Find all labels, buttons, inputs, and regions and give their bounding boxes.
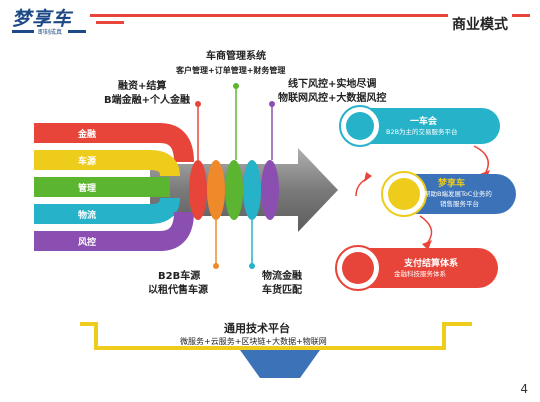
pipe-label-logistics: 物流 bbox=[78, 211, 97, 221]
pipe-risk bbox=[34, 211, 194, 251]
page-title: 商业模式 bbox=[448, 14, 512, 34]
risk-label-line1: 线下风控+实地尽调 bbox=[288, 79, 377, 90]
right-stack bbox=[335, 105, 516, 291]
pill-mengxiangche bbox=[404, 174, 516, 214]
brand-slogan: 即刻成真 bbox=[38, 29, 63, 36]
platform-base bbox=[80, 322, 472, 378]
pipe-source bbox=[34, 150, 180, 177]
curve-arrow bbox=[355, 177, 369, 197]
pipe-group bbox=[34, 123, 194, 251]
pill-payment bbox=[360, 248, 498, 288]
logistics-label-line1: 物流金融 bbox=[262, 271, 302, 282]
ring-green bbox=[225, 160, 243, 220]
curve-1 bbox=[473, 145, 489, 173]
vehicle-mgmt-title: 车商管理系统 bbox=[206, 51, 266, 62]
b2b-label-line2: 以租代售车源 bbox=[148, 285, 208, 296]
mengxiangche-desc-1: 帮助B端发展ToC业务的 bbox=[424, 190, 492, 198]
b2b-label-line1: B2B车源 bbox=[158, 271, 201, 282]
logistics-label-line2: 车货匹配 bbox=[262, 285, 302, 296]
finance-label-line2: B端金融+个人金融 bbox=[104, 95, 191, 106]
brand-logo: 梦享车 bbox=[12, 8, 73, 30]
page-number: 4 bbox=[520, 382, 528, 396]
pipe-label-manage: 管理 bbox=[78, 184, 97, 194]
ring-group bbox=[189, 160, 279, 220]
pill-yicheuhui bbox=[362, 108, 500, 144]
yicheuhui-desc: B2B为主的交易服务平台 bbox=[386, 128, 458, 136]
pipe-label-source: 车源 bbox=[78, 157, 97, 167]
platform-sub: 微服务+云服务+区块链+大数据+物联网 bbox=[180, 337, 327, 346]
ring-cyan bbox=[243, 160, 261, 220]
pipe-finance bbox=[34, 123, 194, 163]
risk-label-line2: 物联网风控+大数据风控 bbox=[278, 93, 387, 104]
ring-orange bbox=[207, 160, 225, 220]
header-line bbox=[90, 14, 530, 17]
finance-label-line1: 融资+结算 bbox=[118, 81, 167, 92]
payment-title: 支付结算体系 bbox=[404, 259, 459, 269]
ring-red bbox=[189, 160, 207, 220]
pipe-logistics bbox=[34, 197, 180, 224]
ring-purple bbox=[261, 160, 279, 220]
curve-2 bbox=[419, 215, 433, 243]
logo-underline-right bbox=[68, 30, 86, 33]
pipe-label-risk: 风控 bbox=[78, 238, 97, 248]
yicheuhui-title: 一车会 bbox=[410, 117, 438, 127]
header-accent-line bbox=[96, 21, 124, 24]
vehicle-mgmt-sub: 客户管理+订单管理+财务管理 bbox=[176, 66, 286, 75]
payment-desc: 金融科技服务体系 bbox=[394, 270, 446, 278]
mengxiangche-title: 梦享车 bbox=[438, 179, 466, 189]
pipe-label-finance: 金融 bbox=[78, 130, 97, 140]
mengxiangche-desc-2: 销售服务平台 bbox=[440, 200, 479, 208]
platform-title: 通用技术平台 bbox=[224, 322, 290, 335]
logo-underline bbox=[12, 30, 34, 33]
